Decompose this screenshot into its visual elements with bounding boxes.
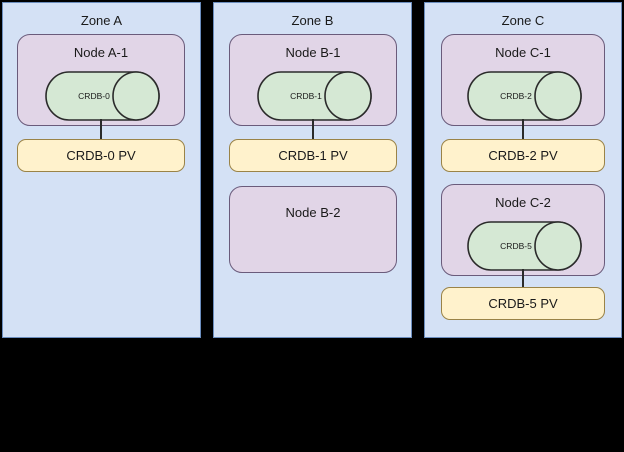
node-a-1-label: Node A-1 [73,45,129,60]
pv-box-crdb-1: CRDB-1 PV [229,139,397,172]
zone-c-title: Zone C [501,13,545,28]
connector-node-a-1-to-pv [100,119,102,144]
database-label-crdb-1: CRDB-1 [290,91,322,101]
connector-node-c-2-to-pv [522,269,524,292]
node-b-2-box: Node B-2 [229,186,397,273]
connector-node-b-1-to-pv [312,119,314,144]
database-label-crdb-0: CRDB-0 [78,91,110,101]
node-b-2-label: Node B-2 [285,205,341,220]
pv-label-crdb-0: CRDB-0 PV [66,147,136,163]
database-cylinder-crdb-0: CRDB-0 [45,71,160,121]
pv-label-crdb-5: CRDB-5 PV [488,295,558,311]
connector-node-c-1-to-pv [522,119,524,144]
pv-label-crdb-2: CRDB-2 PV [488,147,558,163]
pv-box-crdb-2: CRDB-2 PV [441,139,605,172]
node-b-1-label: Node B-1 [285,45,341,60]
zone-a-title: Zone A [80,13,123,28]
database-label-crdb-2: CRDB-2 [500,91,532,101]
pv-box-crdb-0: CRDB-0 PV [17,139,185,172]
pv-box-crdb-5: CRDB-5 PV [441,287,605,320]
pv-label-crdb-1: CRDB-1 PV [278,147,348,163]
database-cylinder-crdb-5: CRDB-5 [467,221,582,271]
database-cylinder-crdb-2: CRDB-2 [467,71,582,121]
database-label-crdb-5: CRDB-5 [500,241,532,251]
zone-b-title: Zone B [291,13,334,28]
database-cylinder-crdb-1: CRDB-1 [257,71,372,121]
node-c-1-label: Node C-1 [495,45,551,60]
node-c-2-label: Node C-2 [495,195,551,210]
